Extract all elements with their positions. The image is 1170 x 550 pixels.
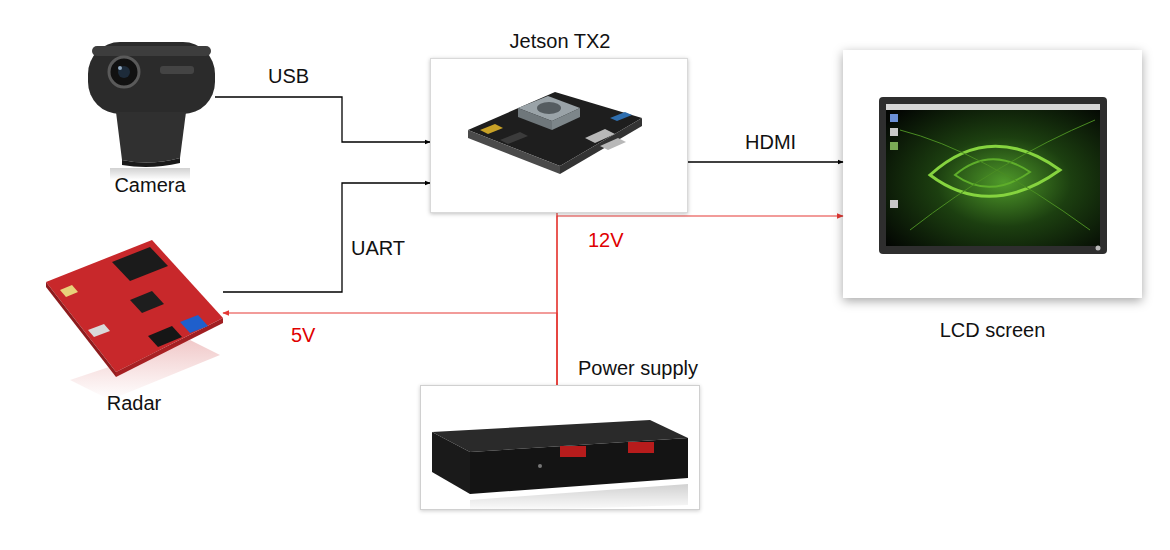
signal-connector bbox=[215, 97, 430, 142]
webcam-picture-part bbox=[118, 66, 122, 70]
node-label: Power supply bbox=[578, 356, 698, 380]
lcd-monitor-picture-part bbox=[879, 97, 1107, 254]
node-label: Jetson TX2 bbox=[510, 29, 611, 53]
jetson-node: Jetson TX2 bbox=[430, 58, 688, 213]
connector-group bbox=[215, 97, 843, 385]
lcd-monitor-picture-part bbox=[900, 130, 1090, 230]
connector-label: 5V bbox=[291, 323, 315, 347]
jetson-board-picture-part bbox=[480, 124, 503, 134]
connector-label: USB bbox=[268, 64, 309, 88]
webcam-picture bbox=[88, 42, 215, 180]
power-supply-picture-part bbox=[560, 446, 586, 457]
lcd-monitor-picture bbox=[843, 50, 1142, 298]
jetson-board-picture-part bbox=[500, 132, 528, 144]
jetson-board-picture-part bbox=[468, 92, 642, 166]
radar-board-picture-part bbox=[130, 291, 164, 313]
lcd-node: LCD screen bbox=[843, 50, 1142, 298]
radar-board-picture bbox=[46, 240, 223, 400]
power-supply-picture-part bbox=[628, 442, 654, 453]
radar-board-picture-part bbox=[112, 247, 168, 281]
power-supply-picture bbox=[420, 385, 700, 512]
webcam-picture-part bbox=[92, 46, 211, 56]
lcd-monitor-picture-part bbox=[910, 120, 1095, 230]
jetson-board-picture bbox=[430, 58, 688, 213]
power-supply-node: Power supply bbox=[420, 385, 700, 510]
webcam-picture-part bbox=[122, 158, 180, 167]
webcam-picture-part bbox=[116, 112, 186, 163]
webcam-picture-part bbox=[118, 66, 130, 78]
radar-board-picture-part bbox=[70, 340, 220, 400]
node-label: LCD screen bbox=[940, 318, 1046, 342]
jetson-board-picture-part bbox=[560, 118, 642, 174]
lcd-monitor-picture-part bbox=[890, 142, 898, 150]
webcam-picture-part bbox=[160, 66, 194, 74]
node-label: Camera bbox=[114, 173, 185, 197]
power-connector bbox=[557, 216, 843, 385]
jetson-board-picture-part bbox=[610, 112, 632, 121]
webcam-picture-part bbox=[88, 42, 215, 114]
lcd-monitor-picture-part bbox=[886, 104, 1100, 246]
jetson-board-picture-part bbox=[468, 130, 560, 174]
signal-connector bbox=[223, 183, 430, 292]
lcd-monitor-picture-part bbox=[890, 114, 898, 122]
power-supply-picture-part bbox=[470, 484, 688, 512]
lcd-monitor-picture-part bbox=[886, 104, 1100, 110]
jetson-board-picture-part bbox=[430, 58, 688, 213]
radar-board-picture-part bbox=[148, 326, 182, 347]
connector-label: 12V bbox=[588, 228, 624, 252]
lcd-monitor-picture-part bbox=[890, 200, 898, 208]
jetson-board-picture-part bbox=[585, 129, 615, 143]
jetson-board-picture-part bbox=[600, 138, 626, 150]
power-supply-picture-part bbox=[432, 432, 470, 494]
power-connector bbox=[223, 313, 557, 385]
power-supply-picture-part bbox=[538, 464, 542, 468]
radar-board-picture-part bbox=[60, 285, 78, 297]
jetson-board-picture-part bbox=[537, 102, 561, 114]
radar-board-picture-part bbox=[88, 324, 110, 337]
radar-board-picture-part bbox=[46, 282, 116, 377]
camera-node: Camera bbox=[85, 40, 215, 165]
webcam-picture-part bbox=[109, 57, 139, 87]
lcd-monitor-picture-part bbox=[1096, 246, 1101, 251]
connector-label: HDMI bbox=[745, 130, 796, 154]
connector-label: UART bbox=[351, 236, 405, 260]
power-supply-picture-part bbox=[470, 438, 688, 494]
radar-board-picture-part bbox=[180, 315, 208, 333]
node-label: Radar bbox=[107, 391, 161, 415]
lcd-monitor-picture-part bbox=[890, 128, 898, 136]
signal-connector bbox=[688, 161, 843, 162]
radar-node: Radar bbox=[45, 240, 223, 390]
lcd-monitor-picture-part bbox=[843, 50, 1142, 298]
